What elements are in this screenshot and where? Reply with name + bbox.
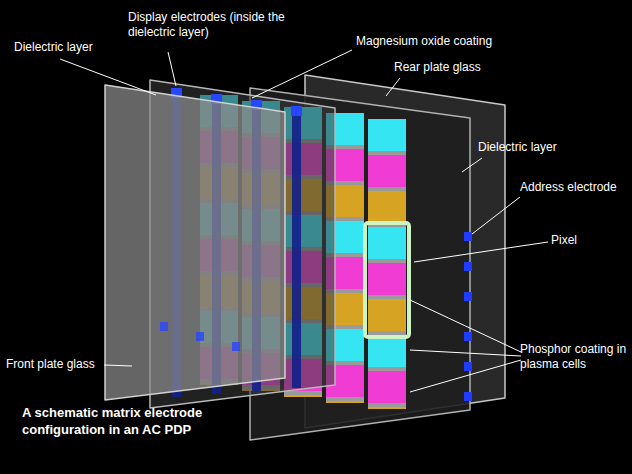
caption: A schematic matrix electrode configurati… bbox=[22, 404, 247, 438]
part-label: Pixel bbox=[551, 233, 577, 248]
part-label: Phosphor coating in plasma cells bbox=[520, 342, 628, 372]
front-plate-glass bbox=[105, 85, 285, 400]
part-label: Address electrode bbox=[520, 180, 617, 195]
electrode-ends bbox=[160, 322, 240, 351]
part-label: Dielectric layer bbox=[478, 140, 557, 155]
part-label: Display electrodes (inside the dielectri… bbox=[128, 10, 293, 40]
leader-lines bbox=[60, 50, 548, 392]
part-label: Front plate glass bbox=[6, 357, 95, 372]
part-label: Rear plate glass bbox=[394, 60, 481, 75]
part-label: Dielectric layer bbox=[14, 40, 93, 55]
part-label: Magnesium oxide coating bbox=[356, 34, 492, 49]
pixel-outline bbox=[365, 223, 409, 337]
